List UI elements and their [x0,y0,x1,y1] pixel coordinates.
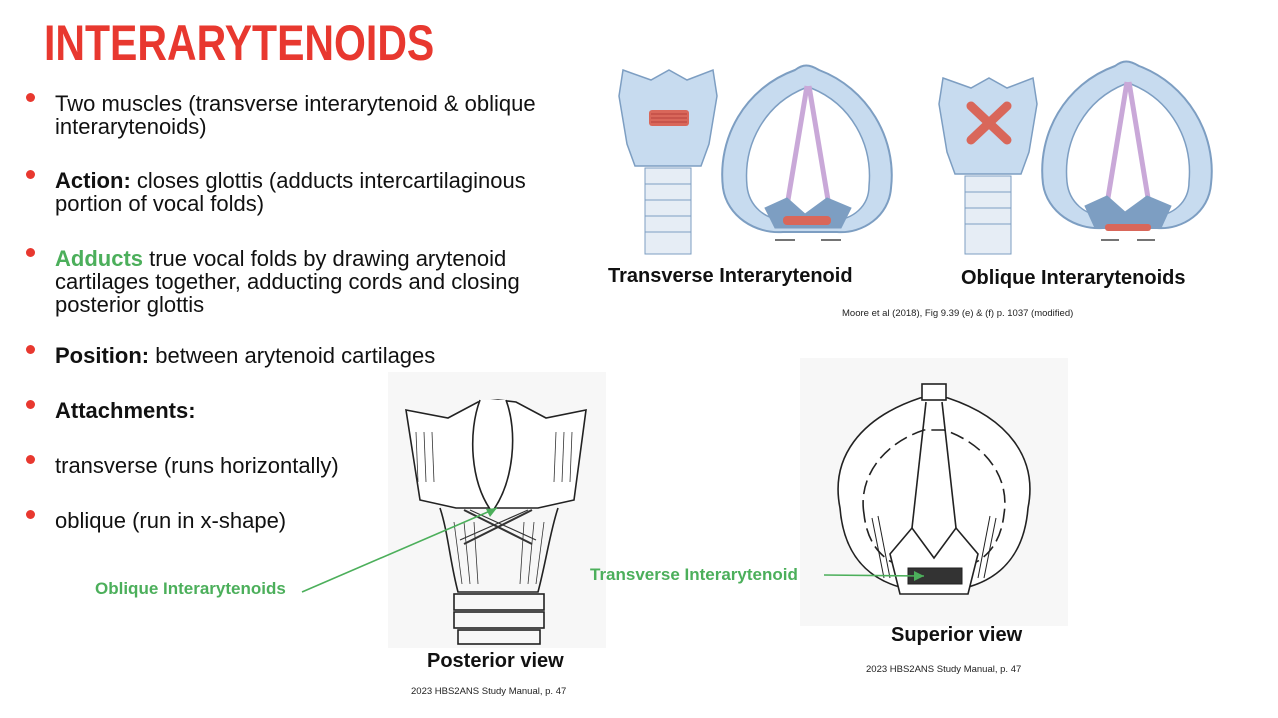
label-oblique-interarytenoids: Oblique Interarytenoids [95,579,286,598]
pointer-arrowhead [486,508,497,517]
bullet-dot [26,510,35,519]
caption-transverse: Transverse Interarytenoid [608,265,853,287]
bullet-item: Attachments: [26,399,596,422]
bullet-dot [26,93,35,102]
bullet-green: Adducts [55,246,143,271]
figure-credit-bottom-left: 2023 HBS2ANS Study Manual, p. 47 [411,686,567,697]
bullet-bold: Position: [55,343,150,368]
bullet-dot [26,345,35,354]
bullet-item: oblique (run in x-shape) [26,509,596,532]
pointer-line-oblique [301,507,498,593]
bullet-item: Position: between arytenoid cartilages [26,344,596,367]
superior-view-drawing [800,358,1068,626]
figure-credit-bottom-right: 2023 HBS2ANS Study Manual, p. 47 [866,664,1022,675]
pointer-line-transverse [823,574,925,577]
bullet-dot [26,455,35,464]
bullet-text: oblique (run in x-shape) [55,508,287,533]
bullet-dot [26,400,35,409]
bullet-text: true vocal folds by drawing arytenoid ca… [55,246,520,317]
bullet-text: between arytenoid cartilages [149,343,436,368]
figure-credit-top: Moore et al (2018), Fig 9.39 (e) & (f) p… [842,308,1074,319]
caption-superior-view: Superior view [891,624,1023,646]
bullet-item: transverse (runs horizontally) [26,454,596,477]
caption-posterior-view: Posterior view [427,650,564,672]
bullet-item: Adducts true vocal folds by drawing aryt… [26,247,596,316]
larynx-illustration-top [618,60,1213,255]
page-title: INTERARYTENOIDS [44,15,435,71]
caption-oblique: Oblique Interarytenoids [961,267,1186,289]
bullet-item: Two muscles (transverse interarytenoid &… [26,92,596,138]
transverse-interarytenoid-drawing [618,64,893,255]
posterior-view-drawing [388,372,606,648]
bullet-list: Two muscles (transverse interarytenoid &… [26,92,596,532]
bullet-dot [26,248,35,257]
pointer-arrowhead [914,571,924,581]
bullet-text: Two muscles (transverse interarytenoid &… [55,91,536,139]
bullet-text: transverse (runs horizontally) [55,453,339,478]
bullet-dot [26,170,35,179]
oblique-interarytenoids-drawing [938,60,1213,255]
bullet-bold: Attachments: [55,398,196,423]
bullet-bold: Action: [55,168,131,193]
bullet-text: closes glottis (adducts intercartilagino… [55,168,526,216]
bullet-item: Action: closes glottis (adducts intercar… [26,169,596,215]
label-transverse-interarytenoid: Transverse Interarytenoid [590,565,798,584]
